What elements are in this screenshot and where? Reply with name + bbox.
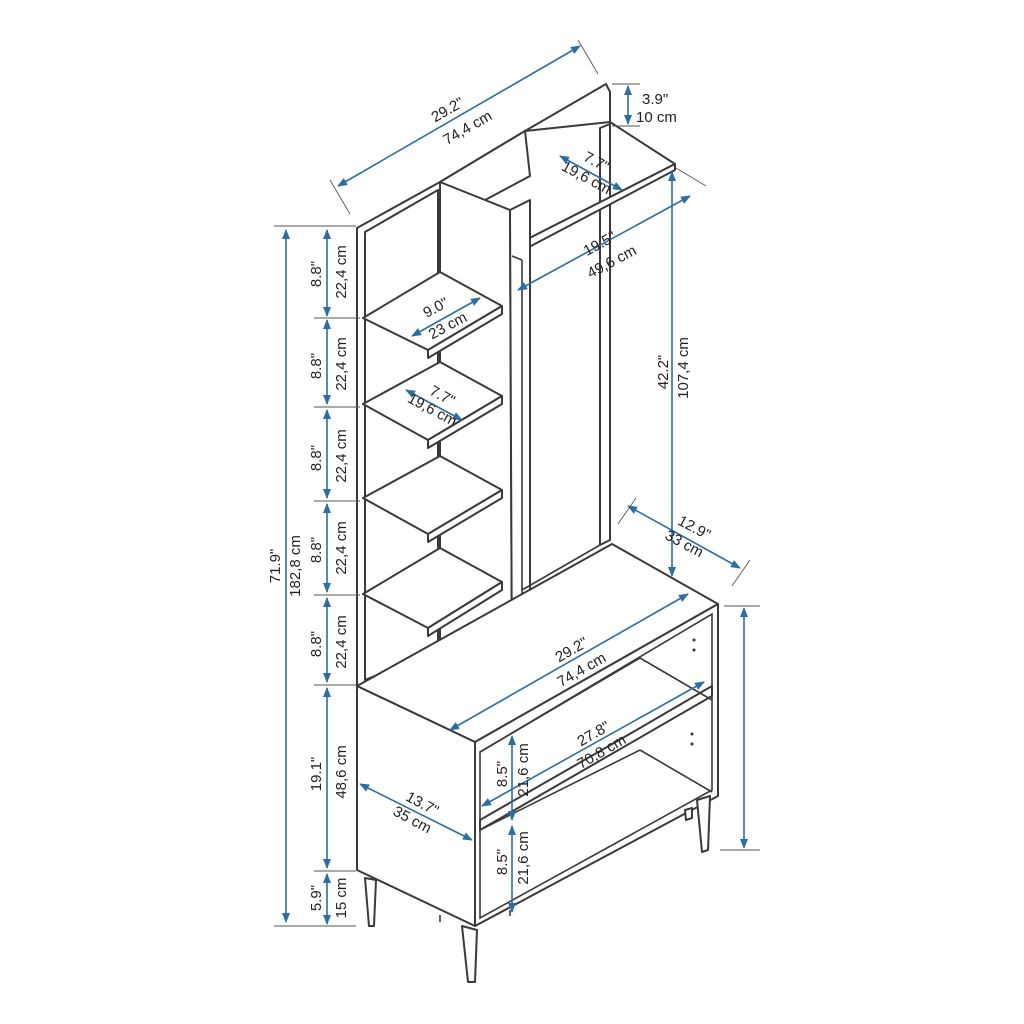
label-gap2-cm: 22,4 cm: [333, 337, 350, 390]
dim-cabinet-depth: [627, 505, 741, 569]
label-gap5-inch: 8.8": [308, 631, 325, 657]
label-gap2-inch: 8.8": [308, 353, 325, 379]
furniture-outline: [356, 83, 719, 983]
dim-inner-width: [481, 681, 705, 807]
label-gap4-inch: 8.8": [308, 537, 325, 563]
label-back-panel-cm: 10 cm: [636, 109, 677, 126]
label-back-panel-inch: 3.9": [642, 91, 668, 108]
dim-side-depth: [359, 783, 473, 841]
label-gap3-cm: 22,4 cm: [333, 429, 350, 482]
label-gap1-inch: 8.8": [308, 261, 325, 287]
dim-upper-opening-width: [517, 195, 691, 291]
label-inner-upper-inch: 8.5": [494, 761, 511, 787]
dim-top-shelf-depth: [559, 155, 623, 191]
label-inner-lower-inch: 8.5": [494, 849, 511, 875]
label-gap5-cm: 22,4 cm: [333, 615, 350, 668]
dimension-lines: [274, 39, 760, 927]
dim-shelf-width: [411, 297, 481, 337]
label-total-height-inch: 71.9": [267, 549, 284, 584]
label-cabinet-height-inch: 19.1": [308, 757, 325, 792]
label-gap1-cm: 22,4 cm: [333, 245, 350, 298]
label-leg-height-inch: 5.9": [308, 885, 325, 911]
label-gap3-inch: 8.8": [308, 445, 325, 471]
label-inner-upper-cm: 21,6 cm: [515, 743, 532, 796]
label-upper-height-inch: 42.2": [655, 355, 672, 390]
dim-top-width: [337, 45, 581, 187]
dim-shelf-depth: [405, 389, 463, 421]
label-total-height-cm: 182,8 cm: [287, 535, 304, 597]
label-upper-height-cm: 107,4 cm: [675, 337, 692, 399]
label-cabinet-height-cm: 48,6 cm: [333, 745, 350, 798]
label-gap4-cm: 22,4 cm: [333, 521, 350, 574]
label-leg-height-cm: 15 cm: [333, 878, 350, 919]
label-inner-lower-cm: 21,6 cm: [515, 831, 532, 884]
